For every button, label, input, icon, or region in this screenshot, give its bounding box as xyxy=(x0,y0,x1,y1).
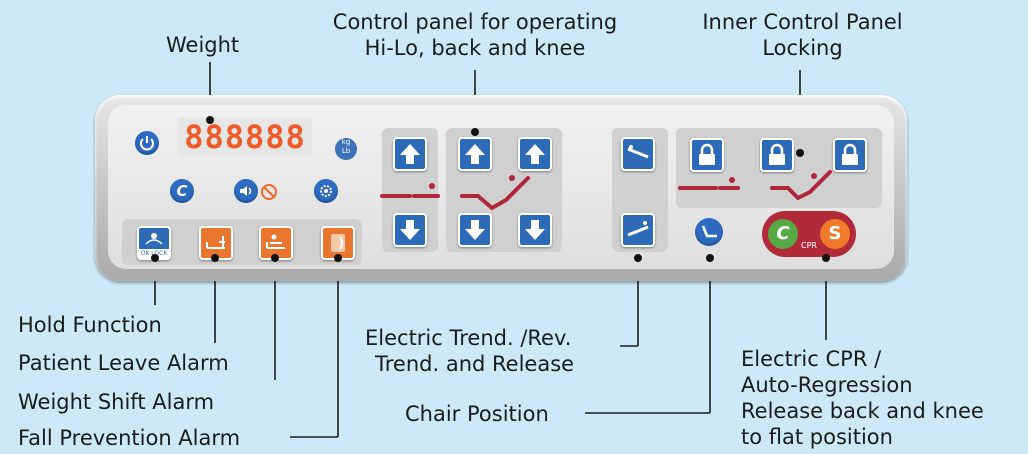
arrow-up-icon xyxy=(400,144,420,164)
knee-up-button[interactable] xyxy=(518,137,552,171)
pointer-dot-trend xyxy=(634,254,642,262)
label-chair-position: Chair Position xyxy=(405,402,549,426)
clear-icon: C xyxy=(176,182,188,200)
chair-position-button[interactable] xyxy=(695,218,723,246)
label-cpr-4: to flat position xyxy=(741,425,893,449)
kg-label: kg xyxy=(341,138,351,146)
power-icon xyxy=(140,136,154,151)
back-up-button[interactable] xyxy=(458,137,492,171)
label-patient-leave-alarm: Patient Leave Alarm xyxy=(18,351,229,375)
label-control-panel-1: Control panel for operating xyxy=(332,10,618,34)
label-trend-2: Trend. and Release xyxy=(375,352,575,376)
label-inner-lock-2: Locking xyxy=(762,36,843,60)
hold-icon xyxy=(145,233,163,245)
reverse-trend-icon xyxy=(627,221,649,237)
pointer-dot-weight xyxy=(206,116,214,124)
cpr-label: CPR xyxy=(801,241,817,250)
settings-button[interactable] xyxy=(314,179,338,203)
label-control-panel-2: Hi-Lo, back and knee xyxy=(364,36,586,60)
hilo-up-button[interactable] xyxy=(393,137,427,171)
bed-position-graphics xyxy=(380,175,530,211)
cpr-c-icon: C xyxy=(768,219,798,249)
patient-leave-alarm-button[interactable] xyxy=(199,226,233,260)
mute-button[interactable] xyxy=(234,179,258,203)
label-fall-prevention-alarm: Fall Prevention Alarm xyxy=(18,426,241,450)
arrow-down-icon xyxy=(465,220,485,240)
lock-icon xyxy=(699,143,715,165)
settings-icon xyxy=(320,185,332,197)
pointer-dot-chair xyxy=(706,254,714,262)
hold-lock-text: OK LOCK xyxy=(139,249,169,258)
arrow-up-icon xyxy=(465,144,485,164)
label-inner-lock-1: Inner Control Panel xyxy=(702,10,903,34)
pointer-dot-hold xyxy=(151,254,159,262)
label-trend-1: Electric Trend. /Rev. xyxy=(365,326,572,350)
lock-icon xyxy=(842,143,858,165)
knee-down-button[interactable] xyxy=(518,213,552,247)
lock-position-graphics xyxy=(678,170,832,201)
cpr-button[interactable]: C S CPR xyxy=(762,211,856,257)
pointer-dot-cpr xyxy=(822,254,830,262)
trend-icon xyxy=(627,145,649,159)
weight-display: 888888 xyxy=(178,117,312,157)
weight-shift-alarm-button[interactable] xyxy=(259,226,293,260)
lock-knee-button[interactable] xyxy=(833,138,867,172)
reverse-trend-button[interactable] xyxy=(621,213,655,247)
chair-icon xyxy=(701,225,717,238)
power-button[interactable] xyxy=(135,131,159,155)
label-cpr-1: Electric CPR / xyxy=(741,347,882,371)
arrow-down-icon xyxy=(400,220,420,240)
arrow-up-icon xyxy=(525,144,545,164)
label-hold-function: Hold Function xyxy=(18,313,162,337)
weight-shift-icon xyxy=(266,234,285,249)
pointer-dot-control xyxy=(471,128,479,136)
mute-off-icon xyxy=(261,184,277,200)
back-down-button[interactable] xyxy=(458,213,492,247)
pointer-dot-fall xyxy=(334,254,342,262)
label-cpr-2: Auto-Regression xyxy=(741,373,913,397)
label-weight-shift-alarm: Weight Shift Alarm xyxy=(18,390,215,414)
lock-back-button[interactable] xyxy=(760,138,794,172)
cpr-s-icon: S xyxy=(820,219,850,249)
hilo-down-button[interactable] xyxy=(393,213,427,247)
label-weight: Weight xyxy=(166,33,240,57)
kg-lb-button[interactable]: kg Lb xyxy=(335,138,357,160)
lock-icon xyxy=(769,143,785,165)
fall-prevention-icon xyxy=(331,234,345,252)
lb-label: Lb xyxy=(341,147,351,155)
clear-button[interactable]: C xyxy=(170,179,194,203)
pointer-dot-shift xyxy=(271,254,279,262)
patient-leave-icon xyxy=(206,236,225,249)
lock-hilo-button[interactable] xyxy=(690,138,724,172)
trend-button[interactable] xyxy=(621,137,655,171)
pointer-dot-leave xyxy=(211,254,219,262)
pointer-dot-lock xyxy=(796,149,804,157)
arrow-down-icon xyxy=(525,220,545,240)
mute-icon xyxy=(240,186,252,196)
label-cpr-3: Release back and knee xyxy=(741,399,984,423)
